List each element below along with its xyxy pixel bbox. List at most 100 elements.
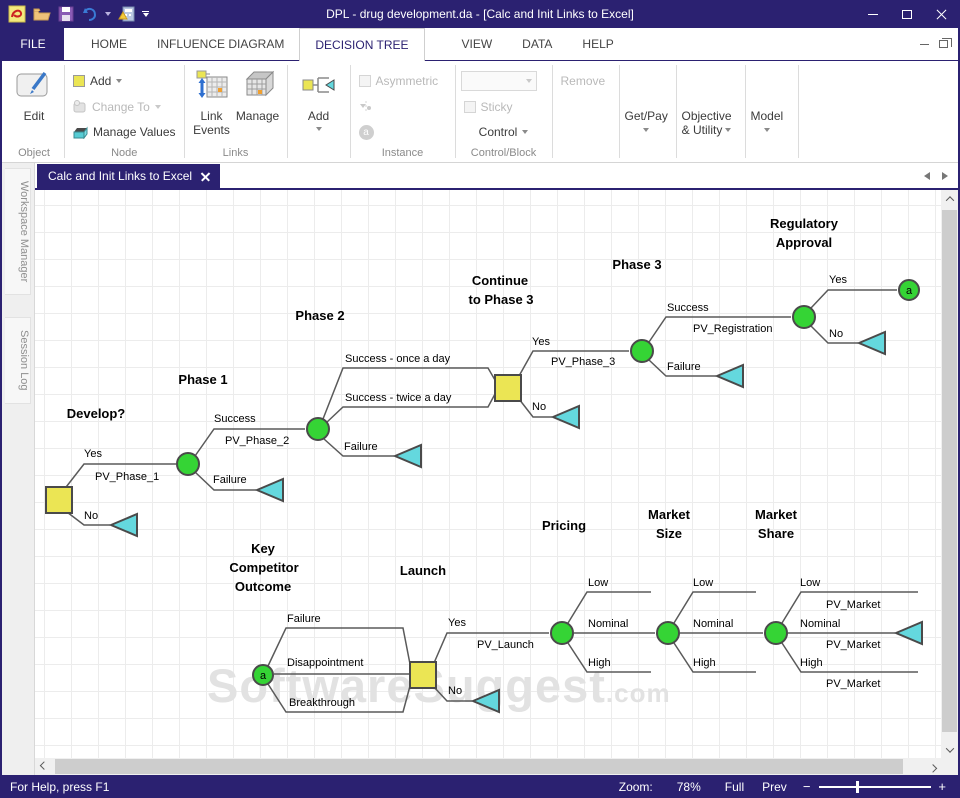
session-log-tab[interactable]: Session Log bbox=[5, 317, 31, 404]
branch-line[interactable] bbox=[518, 398, 552, 418]
chance-node-regulatory-approval[interactable] bbox=[792, 305, 816, 329]
remove-button[interactable]: Remove bbox=[560, 74, 606, 88]
branch-line[interactable] bbox=[194, 428, 305, 457]
subtree-ref-node-a[interactable] bbox=[898, 279, 920, 301]
end-node[interactable] bbox=[550, 404, 580, 430]
branch-line[interactable] bbox=[781, 642, 918, 673]
end-node[interactable] bbox=[254, 477, 284, 503]
scroll-down-button[interactable] bbox=[941, 741, 958, 758]
zoom-full-button[interactable]: Full bbox=[724, 779, 745, 794]
zoom-out-button[interactable]: − bbox=[802, 779, 811, 794]
zoom-slider[interactable] bbox=[819, 780, 932, 793]
maximize-button[interactable] bbox=[890, 0, 924, 28]
add-instance-button[interactable]: Add bbox=[293, 65, 345, 144]
horizontal-scrollbar[interactable] bbox=[35, 758, 941, 775]
tab-file[interactable]: FILE bbox=[2, 28, 64, 60]
app-logo-icon[interactable] bbox=[8, 5, 26, 23]
branch-line[interactable] bbox=[518, 350, 629, 377]
manage-links-button[interactable]: Manage bbox=[234, 65, 282, 144]
asymmetric-checkbox[interactable]: Asymmetric bbox=[356, 69, 442, 93]
decision-tree-canvas[interactable]: SoftwareSuggest.com bbox=[35, 190, 941, 758]
branch-line[interactable] bbox=[781, 591, 918, 624]
branch-line[interactable] bbox=[62, 463, 176, 492]
chance-node-phase-1[interactable] bbox=[176, 452, 200, 476]
manage-values-button[interactable]: Manage Values bbox=[70, 120, 179, 144]
edit-button[interactable]: Edit bbox=[9, 65, 59, 144]
branch-line[interactable] bbox=[648, 316, 791, 343]
zoom-slider-thumb[interactable] bbox=[856, 780, 860, 793]
minimize-button[interactable] bbox=[856, 0, 890, 28]
tab-influence-diagram[interactable]: INFLUENCE DIAGRAM bbox=[157, 37, 285, 51]
sticky-checkbox[interactable]: Sticky bbox=[461, 95, 547, 119]
branch-line[interactable] bbox=[433, 686, 472, 702]
chance-node-phase-2[interactable] bbox=[306, 417, 330, 441]
objective-utility-button[interactable]: Objective & Utility bbox=[681, 109, 732, 137]
branch-line[interactable] bbox=[810, 325, 858, 344]
mdi-minimize-icon[interactable] bbox=[920, 43, 929, 45]
vertical-scroll-thumb[interactable] bbox=[942, 210, 957, 732]
close-button[interactable] bbox=[924, 0, 958, 28]
branch-line[interactable] bbox=[567, 591, 651, 624]
zoom-in-button[interactable]: + bbox=[938, 779, 946, 794]
instance-tool-button[interactable] bbox=[356, 95, 442, 119]
horizontal-scroll-thumb[interactable] bbox=[55, 759, 903, 774]
zoom-prev-button[interactable]: Prev bbox=[762, 779, 787, 794]
chance-node-phase-3[interactable] bbox=[630, 339, 654, 363]
decision-node-develop[interactable] bbox=[45, 486, 73, 514]
undo-dropdown-icon[interactable] bbox=[105, 12, 111, 16]
chance-node-market-size[interactable] bbox=[656, 621, 680, 645]
branch-line[interactable] bbox=[648, 359, 716, 377]
model-button[interactable]: Model bbox=[751, 65, 783, 144]
link-events-button[interactable]: Link Events bbox=[190, 65, 234, 144]
end-node[interactable] bbox=[470, 688, 500, 714]
chance-node-market-share[interactable] bbox=[764, 621, 788, 645]
tab-data[interactable]: DATA bbox=[522, 37, 553, 51]
branch-line[interactable] bbox=[810, 289, 897, 309]
scroll-tabs-left-icon[interactable] bbox=[924, 172, 930, 180]
end-node[interactable] bbox=[392, 443, 422, 469]
scroll-right-button[interactable] bbox=[924, 758, 941, 775]
vertical-scrollbar[interactable] bbox=[941, 190, 958, 758]
tab-decision-tree[interactable]: DECISION TREE bbox=[299, 28, 425, 61]
scroll-up-button[interactable] bbox=[941, 190, 958, 207]
end-node[interactable] bbox=[714, 363, 744, 389]
getpay-button[interactable]: Get/Pay bbox=[625, 65, 668, 144]
calc-links-icon[interactable] bbox=[118, 6, 135, 22]
instance-a-button[interactable]: a bbox=[356, 120, 442, 144]
control-dropdown[interactable]: Control bbox=[461, 120, 547, 144]
workspace-manager-tab[interactable]: Workspace Manager bbox=[5, 168, 31, 296]
branch-line[interactable] bbox=[673, 642, 756, 673]
end-node[interactable] bbox=[893, 620, 923, 646]
scroll-left-button[interactable] bbox=[35, 758, 52, 775]
save-icon[interactable] bbox=[58, 6, 74, 22]
branch-line[interactable] bbox=[567, 642, 651, 673]
branch-line[interactable] bbox=[673, 591, 756, 624]
change-to-button[interactable]: Change To bbox=[70, 95, 179, 119]
tab-view[interactable]: VIEW bbox=[461, 37, 493, 51]
branch-line[interactable] bbox=[433, 632, 549, 664]
end-node[interactable] bbox=[108, 512, 138, 538]
decision-node-launch[interactable] bbox=[409, 661, 437, 689]
scroll-tabs-right-icon[interactable] bbox=[942, 172, 948, 180]
tab-help[interactable]: HELP bbox=[582, 37, 614, 51]
customize-qat-icon[interactable] bbox=[142, 11, 149, 17]
branch-line[interactable] bbox=[267, 683, 411, 713]
branch-line[interactable] bbox=[325, 393, 496, 424]
branch-line[interactable] bbox=[62, 508, 110, 526]
branch-line[interactable] bbox=[267, 627, 411, 667]
branch-line[interactable] bbox=[323, 438, 394, 457]
undo-icon[interactable] bbox=[81, 7, 98, 21]
control-combo[interactable] bbox=[460, 69, 547, 93]
close-tab-icon[interactable] bbox=[201, 172, 210, 181]
chance-node-key-competitor[interactable] bbox=[252, 664, 274, 686]
end-node[interactable] bbox=[856, 330, 886, 356]
tab-home[interactable]: HOME bbox=[91, 37, 127, 51]
zoom-value[interactable]: 78% bbox=[676, 779, 701, 794]
chance-node-pricing[interactable] bbox=[550, 621, 574, 645]
add-node-button[interactable]: Add bbox=[70, 69, 179, 93]
document-tab[interactable]: Calc and Init Links to Excel bbox=[37, 164, 221, 188]
branch-line[interactable] bbox=[194, 471, 256, 491]
open-file-icon[interactable] bbox=[33, 7, 51, 22]
mdi-restore-icon[interactable] bbox=[939, 38, 952, 48]
decision-node-continue-phase-3[interactable] bbox=[494, 374, 522, 402]
